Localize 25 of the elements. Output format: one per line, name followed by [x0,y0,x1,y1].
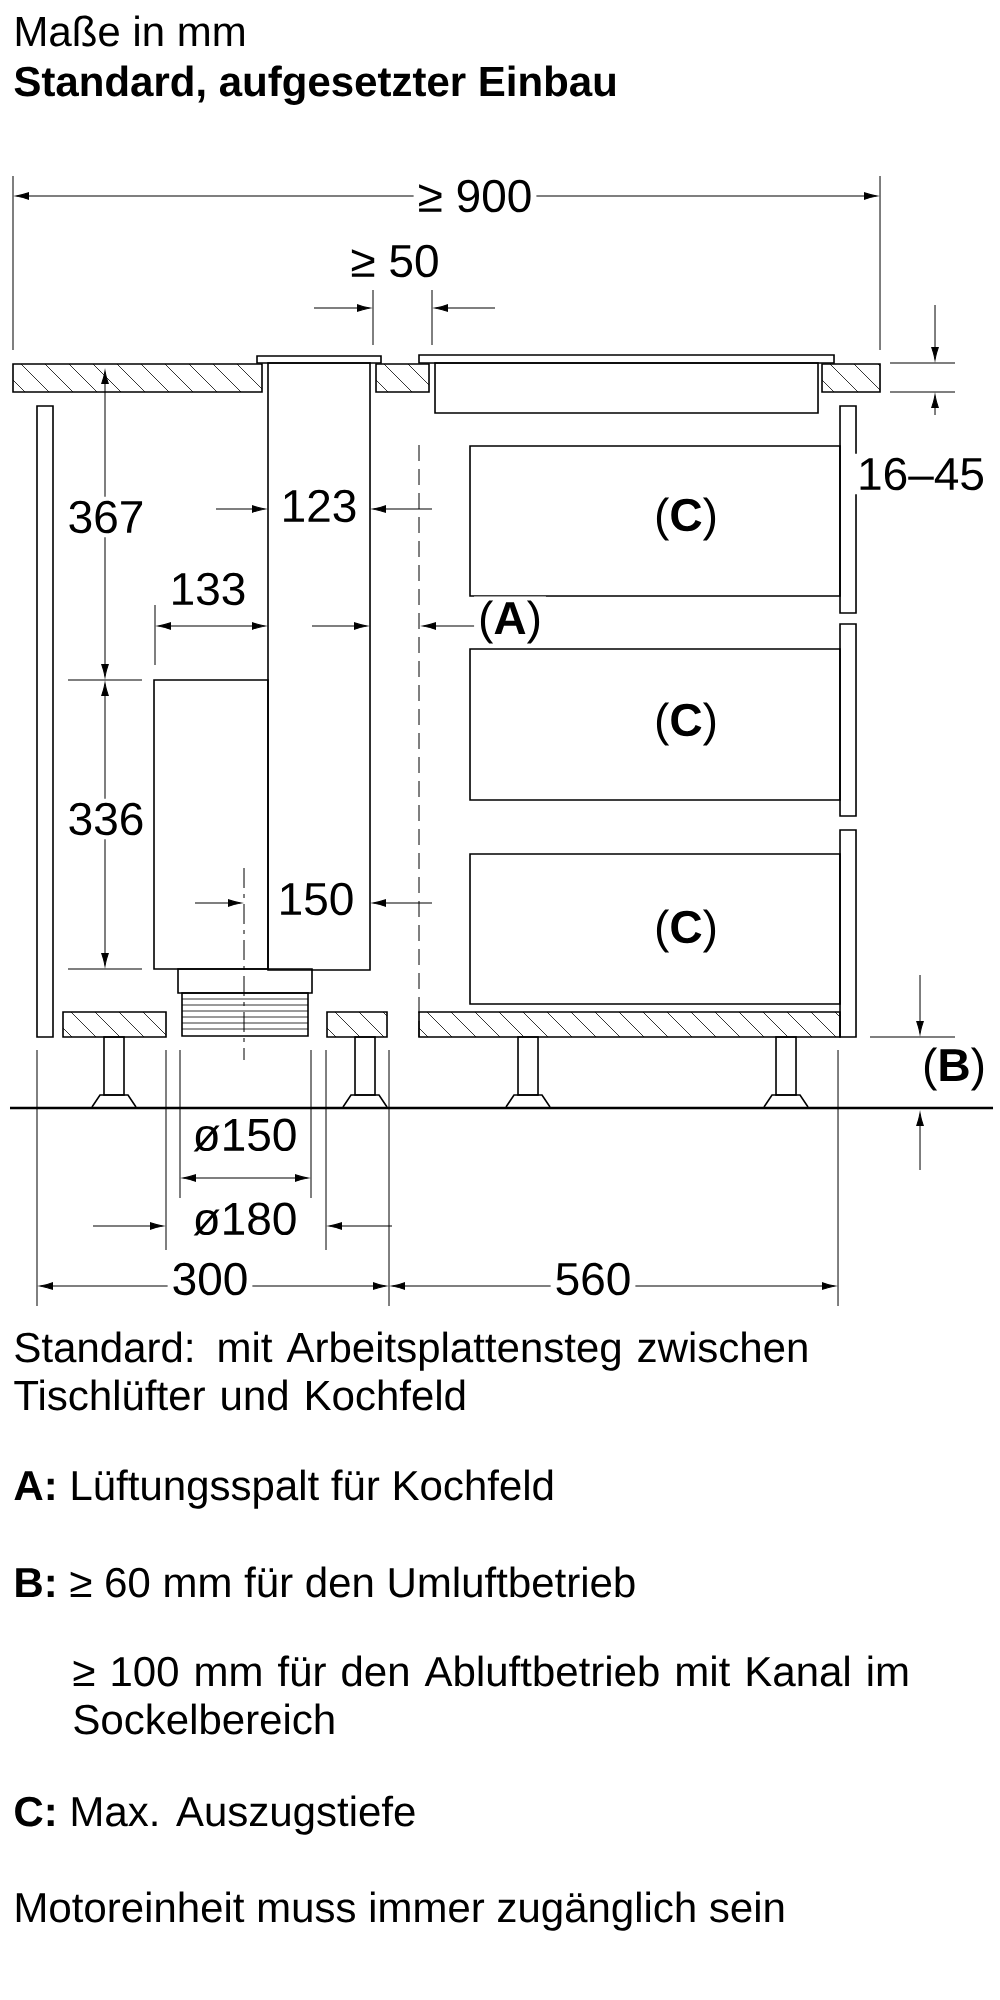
callout-letter: (C) [650,905,722,957]
callout-letter: (C) [650,493,722,545]
note-text: A: Lüftungsspalt für Kochfeld [14,1469,553,1509]
dimension-label: 133 [165,568,251,610]
dimension-label: 336 [63,798,149,840]
dimension-label: ≥ 50 [346,240,444,282]
callout-letter: (A) [474,596,546,648]
note-text: B: ≥ 60 mm für den Umluftbetrieb [16,1566,635,1598]
note-text: C: Max. Auszugstiefe [15,1795,415,1835]
dimension-label: ø150 [188,1114,302,1156]
callout-letter: (B) [918,1043,990,1095]
dimension-label: 560 [550,1258,636,1300]
dimension-label: ≥ 900 [413,175,537,217]
callout-letter: (C) [650,698,722,750]
dimension-label: 16–45 [853,453,989,495]
units-note: Maße in mm [16,15,244,47]
note-text: Standard: mit Arbeitsplattensteg zwischen Tischlüfter und Kochfeld [14,1331,807,1411]
note-text: Motoreinheit muss immer zugänglich sein [16,1891,784,1931]
dimension-label: 367 [63,496,149,538]
dimension-label: 150 [273,878,359,920]
dimension-label: ø180 [188,1198,302,1240]
note-text: ≥ 100 mm für den Abluftbetrieb mit Kanal im Sockelbereich [73,1655,908,1735]
title: Standard, aufgesetzter Einbau [14,65,616,105]
dimension-label: 123 [276,485,362,527]
dimension-label: 300 [167,1258,253,1300]
